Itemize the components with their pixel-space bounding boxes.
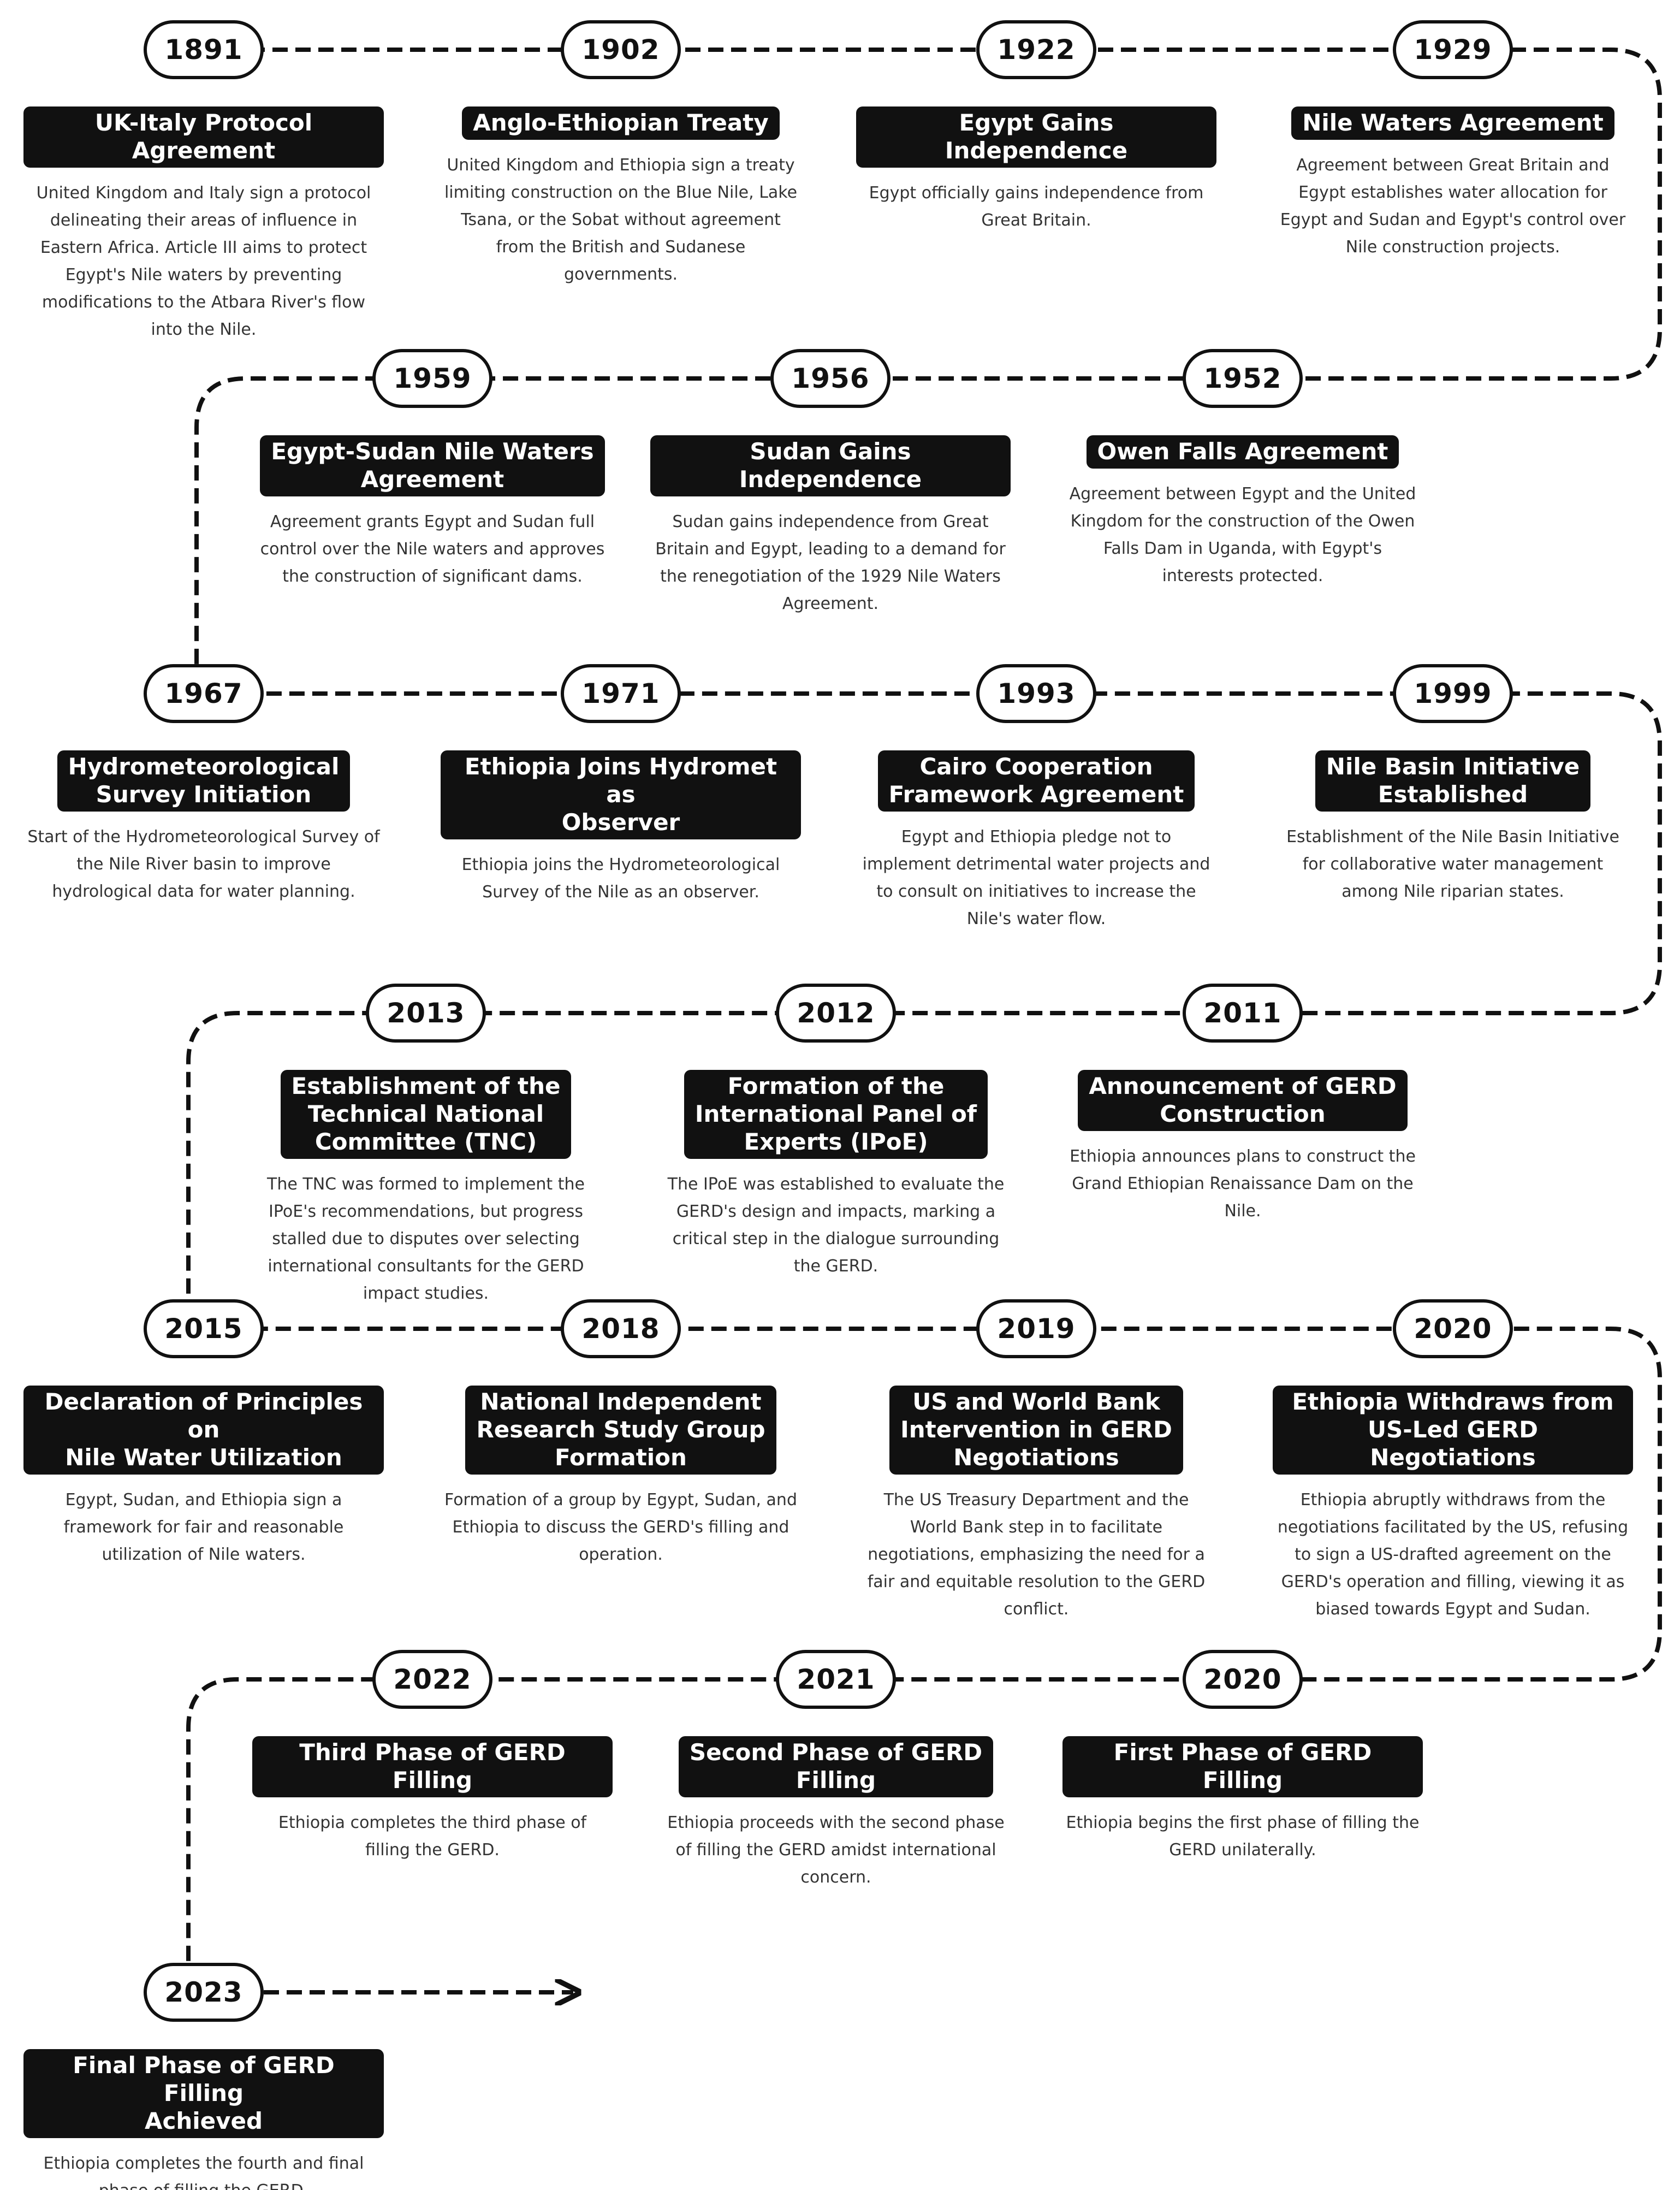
- event-card: Nile Basin Initiative Established Establ…: [1273, 750, 1633, 905]
- year-badge: 2023: [144, 1963, 264, 2022]
- event-description: The US Treasury Department and the World…: [867, 1490, 1206, 1619]
- event-title: Cairo Cooperation Framework Agreement: [877, 750, 1195, 812]
- event-description: Ethiopia announces plans to construct th…: [1070, 1147, 1416, 1221]
- year-badge: 2019: [976, 1299, 1096, 1358]
- event-title: Declaration of Principles on Nile Water …: [23, 1386, 384, 1475]
- year-badge: 1922: [976, 20, 1096, 79]
- event-description: Egypt, Sudan, and Ethiopia sign a framew…: [63, 1490, 344, 1564]
- event-title: Hydrometeorological Survey Initiation: [57, 750, 351, 812]
- event-card: Sudan Gains Independence Sudan gains ind…: [650, 435, 1011, 618]
- event-title: Formation of the International Panel of …: [684, 1070, 988, 1159]
- event-description: Egypt officially gains independence from…: [869, 184, 1204, 230]
- event-description: Sudan gains independence from Great Brit…: [655, 512, 1006, 613]
- event-card: Ethiopia Joins Hydromet as Observer Ethi…: [441, 750, 801, 906]
- event-description: Agreement grants Egypt and Sudan full co…: [260, 512, 605, 586]
- event-title: First Phase of GERD Filling: [1062, 1736, 1423, 1797]
- event-card: Third Phase of GERD Filling Ethiopia com…: [252, 1736, 613, 1864]
- year-badge: 2022: [372, 1650, 492, 1709]
- event-title: Nile Basin Initiative Established: [1315, 750, 1591, 812]
- year-badge: 2020: [1393, 1299, 1513, 1358]
- event-description: United Kingdom and Ethiopia sign a treat…: [444, 156, 798, 284]
- event-description: Ethiopia completes the third phase of fi…: [278, 1813, 587, 1860]
- event-card: Egypt Gains Independence Egypt officiall…: [856, 106, 1216, 234]
- year-badge: 2013: [366, 984, 486, 1043]
- event-description: Ethiopia abruptly withdraws from the neg…: [1277, 1490, 1629, 1619]
- year-badge: 2015: [144, 1299, 264, 1358]
- event-card: First Phase of GERD Filling Ethiopia beg…: [1062, 1736, 1423, 1864]
- event-title: National Independent Research Study Grou…: [465, 1386, 776, 1475]
- event-title: Establishment of the Technical National …: [280, 1070, 572, 1159]
- event-description: Establishment of the Nile Basin Initiati…: [1286, 827, 1619, 901]
- event-card: Hydrometeorological Survey Initiation St…: [23, 750, 384, 905]
- event-card: Formation of the International Panel of …: [656, 1070, 1016, 1280]
- event-card: Ethiopia Withdraws from US-Led GERD Nego…: [1273, 1386, 1633, 1623]
- event-title: Sudan Gains Independence: [650, 435, 1011, 496]
- event-description: Start of the Hydrometeorological Survey …: [27, 827, 380, 901]
- year-badge: 1956: [770, 349, 891, 408]
- year-badge: 1967: [144, 664, 264, 723]
- year-badge: 2011: [1183, 984, 1303, 1043]
- event-card: Egypt-Sudan Nile Waters Agreement Agreem…: [252, 435, 613, 590]
- year-badge: 2012: [776, 984, 896, 1043]
- year-badge: 1952: [1183, 349, 1303, 408]
- event-description: Egypt and Ethiopia pledge not to impleme…: [862, 827, 1210, 928]
- event-description: Ethiopia joins the Hydrometeorological S…: [461, 855, 780, 902]
- event-title: Egypt-Sudan Nile Waters Agreement: [260, 435, 605, 496]
- event-description: Agreement between Egypt and the United K…: [1069, 484, 1416, 585]
- year-badge: 1959: [372, 349, 492, 408]
- year-badge: 2018: [561, 1299, 681, 1358]
- year-badge: 1891: [144, 20, 264, 79]
- event-title: Anglo-Ethiopian Treaty: [462, 106, 780, 140]
- timeline-connector-line: [186, 48, 1662, 1991]
- event-description: The TNC was formed to implement the IPoE…: [267, 1175, 585, 1303]
- event-card: Final Phase of GERD Filling Achieved Eth…: [23, 2049, 384, 2190]
- year-badge: 1902: [561, 20, 681, 79]
- year-badge: 1993: [976, 664, 1096, 723]
- event-card: Cairo Cooperation Framework Agreement Eg…: [856, 750, 1216, 933]
- event-title: US and World Bank Intervention in GERD N…: [889, 1386, 1183, 1475]
- year-badge: 2020: [1183, 1650, 1303, 1709]
- year-badge: 2021: [776, 1650, 896, 1709]
- event-card: Nile Waters Agreement Agreement between …: [1273, 106, 1633, 261]
- event-description: Agreement between Great Britain and Egyp…: [1280, 156, 1626, 257]
- event-description: Ethiopia completes the fourth and final …: [43, 2154, 364, 2190]
- event-title: Egypt Gains Independence: [856, 106, 1216, 168]
- event-title: Announcement of GERD Construction: [1078, 1070, 1408, 1131]
- event-title: Owen Falls Agreement: [1086, 435, 1399, 469]
- event-title: Ethiopia Withdraws from US-Led GERD Nego…: [1273, 1386, 1633, 1475]
- event-description: Ethiopia proceeds with the second phase …: [667, 1813, 1005, 1887]
- event-card: US and World Bank Intervention in GERD N…: [856, 1386, 1216, 1623]
- event-title: UK-Italy Protocol Agreement: [23, 106, 384, 168]
- event-title: Ethiopia Joins Hydromet as Observer: [441, 750, 801, 839]
- event-description: Formation of a group by Egypt, Sudan, an…: [444, 1490, 797, 1564]
- event-card: Anglo-Ethiopian Treaty United Kingdom an…: [441, 106, 801, 288]
- event-title: Second Phase of GERD Filling: [678, 1736, 994, 1797]
- event-description: United Kingdom and Italy sign a protocol…: [36, 184, 371, 339]
- event-title: Nile Waters Agreement: [1291, 106, 1614, 140]
- year-badge: 1971: [561, 664, 681, 723]
- event-title: Final Phase of GERD Filling Achieved: [23, 2049, 384, 2138]
- event-description: Ethiopia begins the first phase of filli…: [1066, 1813, 1420, 1860]
- event-card: Announcement of GERD Construction Ethiop…: [1062, 1070, 1423, 1225]
- event-title: Third Phase of GERD Filling: [252, 1736, 613, 1797]
- event-card: Owen Falls Agreement Agreement between E…: [1062, 435, 1423, 590]
- year-badge: 1929: [1393, 20, 1513, 79]
- event-description: The IPoE was established to evaluate the…: [667, 1175, 1005, 1276]
- event-card: Second Phase of GERD Filling Ethiopia pr…: [656, 1736, 1016, 1891]
- year-badge: 1999: [1393, 664, 1513, 723]
- event-card: Declaration of Principles on Nile Water …: [23, 1386, 384, 1568]
- event-card: UK-Italy Protocol Agreement United Kingd…: [23, 106, 384, 344]
- event-card: Establishment of the Technical National …: [246, 1070, 606, 1307]
- event-card: National Independent Research Study Grou…: [441, 1386, 801, 1568]
